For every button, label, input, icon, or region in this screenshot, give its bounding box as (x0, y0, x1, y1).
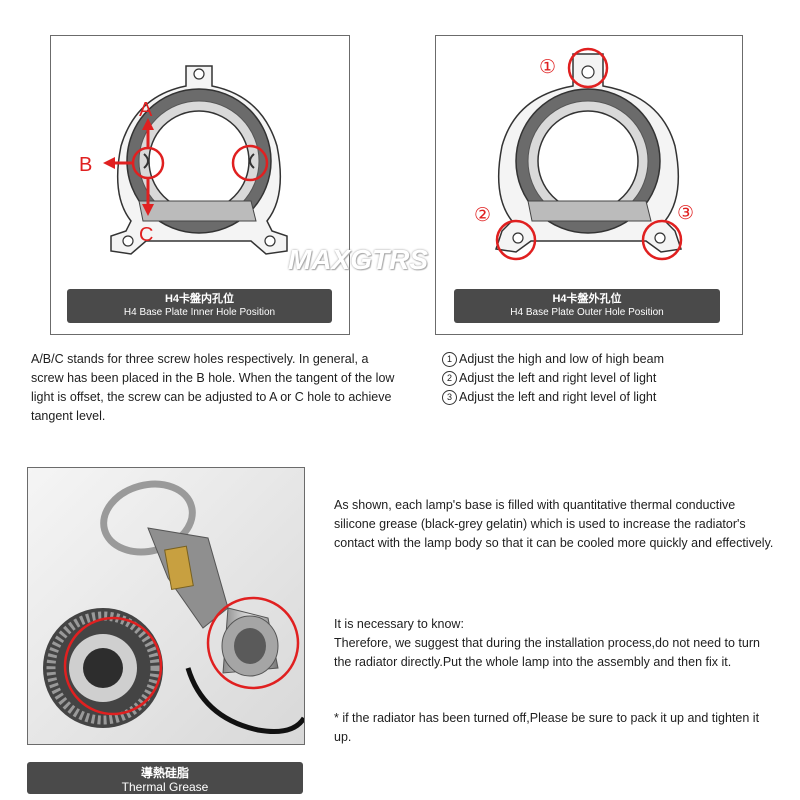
outer-hole-diagram-panel: ① ② ③ H4卡盤外孔位 H4 Base Plate Outer Hole P… (435, 35, 743, 335)
inner-hole-caption: H4卡盤内孔位 H4 Base Plate Inner Hole Positio… (67, 289, 332, 323)
note-text: * if the radiator has been turned off,Pl… (334, 711, 760, 744)
right-hole-highlight (231, 144, 269, 182)
outer-base-plate-diagram: ① ② ③ (474, 47, 694, 261)
inner-caption-cn: H4卡盤内孔位 (164, 293, 235, 305)
adjust-text: Adjust the high and low of high beam (459, 352, 664, 366)
base-highlight (206, 596, 300, 690)
outer-caption-cn: H4卡盤外孔位 (552, 293, 622, 305)
outer-caption-en: H4 Base Plate Outer Hole Position (510, 307, 664, 318)
know-body: Therefore, we suggest that during the in… (334, 636, 760, 669)
adjust-num: 2 (442, 371, 457, 386)
grease-caption-en: Thermal Grease (121, 780, 209, 794)
know-title: It is necessary to know: (334, 617, 464, 631)
lamp-photo-panel (27, 467, 305, 745)
marker-3: ③ (677, 203, 694, 224)
label-a: A (139, 99, 153, 121)
grease-caption-cn: 導熱硅脂 (140, 766, 189, 780)
thermal-grease-caption: 導熱硅脂 Thermal Grease (27, 762, 303, 794)
inner-hole-diagram-panel: A B C H4卡盤内孔位 H4 Base Plate Inner Hole P… (50, 35, 350, 335)
adjust-text: Adjust the left and right level of light (459, 371, 657, 385)
abc-description: A/B/C stands for three screw holes respe… (31, 352, 395, 423)
adjust-num: 3 (442, 390, 457, 405)
heatsink-highlight (63, 616, 163, 716)
know-section: It is necessary to know: Therefore, we s… (334, 615, 774, 672)
adjust-text: Adjust the left and right level of light (459, 390, 657, 404)
label-b: B (79, 154, 92, 176)
outer-hole-3-highlight (641, 219, 683, 261)
grease-description: As shown, each lamp's base is filled wit… (334, 498, 774, 550)
outer-hole-1-highlight (567, 47, 609, 89)
watermark-logo: MAXGTRS (288, 244, 428, 275)
adjust-num: 1 (442, 352, 457, 367)
outer-hole-caption: H4卡盤外孔位 H4 Base Plate Outer Hole Positio… (454, 289, 720, 323)
lamp-photo (28, 468, 304, 744)
marker-1: ① (539, 57, 556, 78)
inner-base-plate-diagram: A B C (79, 65, 288, 255)
label-c: C (139, 224, 153, 246)
inner-caption-en: H4 Base Plate Inner Hole Position (123, 307, 276, 318)
marker-2: ② (474, 205, 491, 226)
outer-hole-2-highlight (495, 219, 537, 261)
